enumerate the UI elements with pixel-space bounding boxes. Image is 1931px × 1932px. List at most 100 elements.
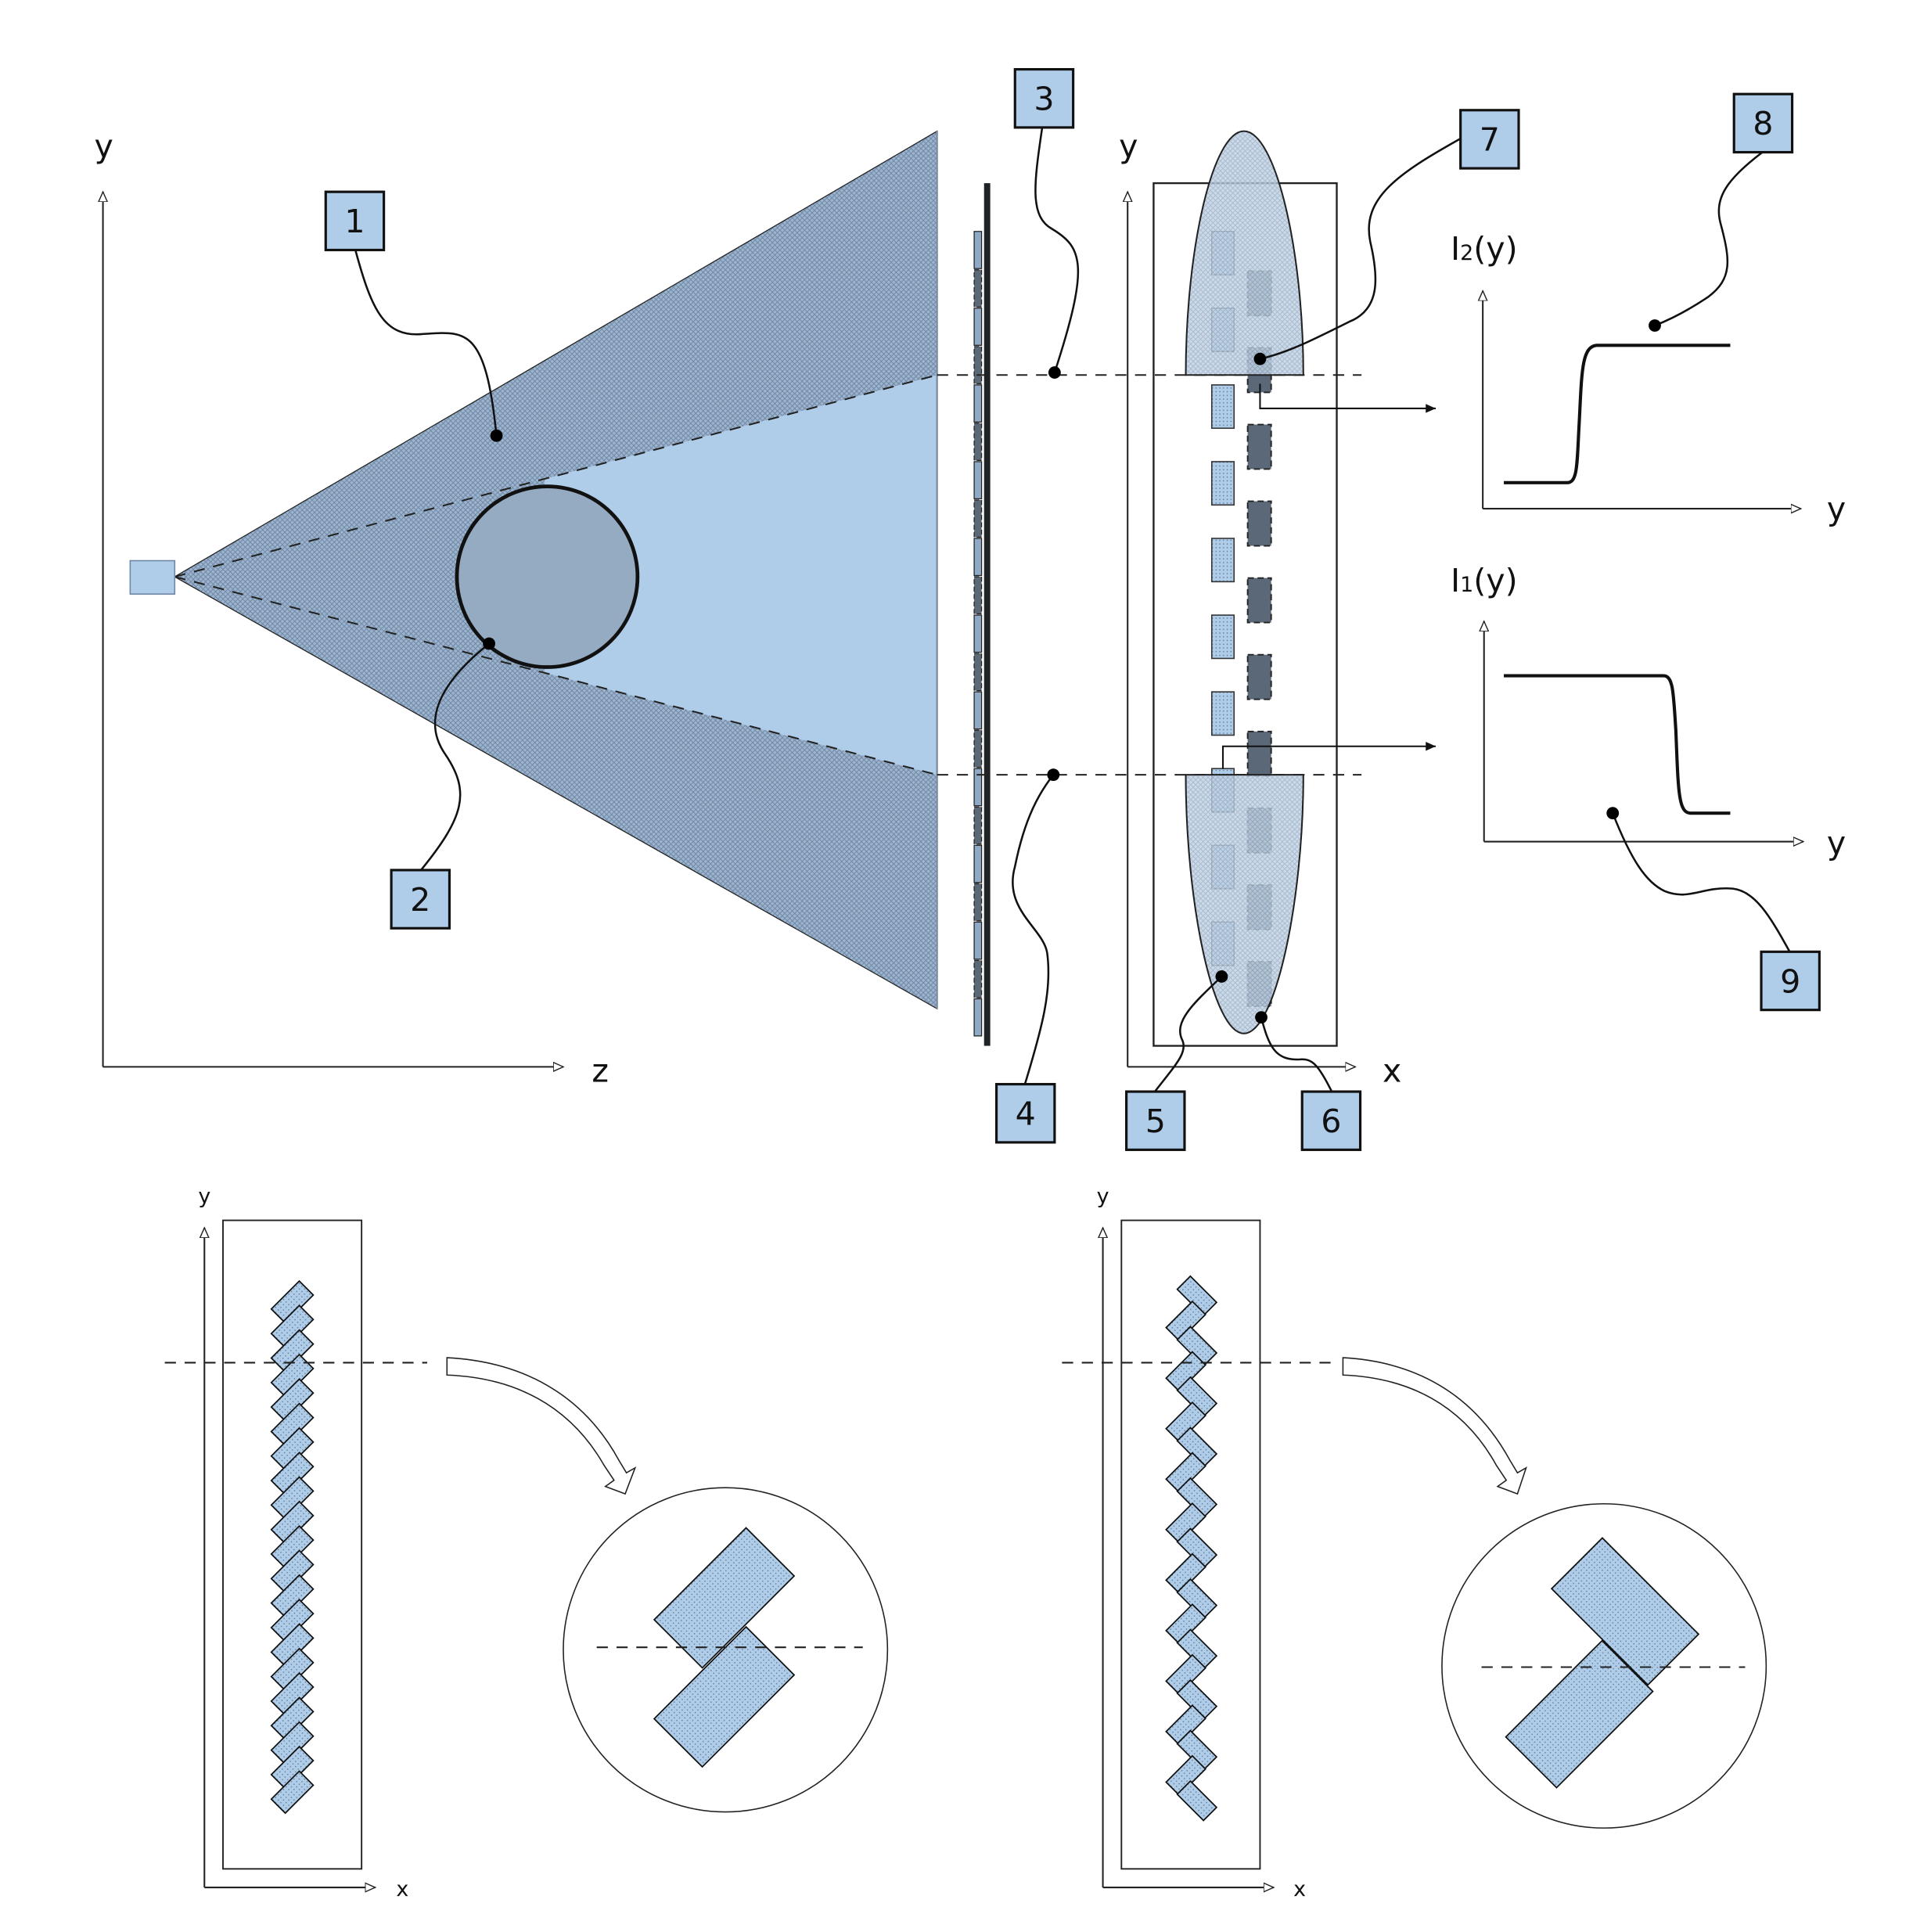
- panel-outline: [222, 1219, 363, 1870]
- detector-element-light: [973, 231, 983, 269]
- y-axis-label: y: [1119, 128, 1138, 165]
- strip-tile: [1176, 1628, 1218, 1671]
- detector-element-light: [973, 844, 983, 883]
- beam-inside-cone-left: [174, 479, 545, 675]
- reference-label-7: 7: [1459, 109, 1520, 170]
- reference-label-6: 6: [1300, 1090, 1362, 1151]
- detector-tile-light: [1210, 461, 1235, 506]
- detector-element-light: [973, 384, 983, 423]
- reference-label-9: 9: [1760, 950, 1821, 1012]
- x-axis-label: x: [1383, 1052, 1401, 1089]
- strip-tile: [1176, 1779, 1218, 1822]
- strip-tile: [1176, 1326, 1218, 1367]
- reference-label-5: 5: [1125, 1090, 1186, 1151]
- graph-i1-ylabel: I1(y): [1451, 562, 1518, 599]
- detector-strip: [973, 231, 983, 1037]
- strip-tile: [1176, 1527, 1218, 1570]
- pointer-dot-8: [1649, 319, 1661, 332]
- svg-text:3: 3: [1034, 81, 1054, 118]
- shadow-region-lower: [1185, 774, 1304, 1034]
- strip-tile: [1176, 1376, 1218, 1418]
- detector-tile-dark: [1246, 423, 1272, 470]
- pointer-dot-4: [1047, 768, 1060, 782]
- magnified-tile-lower: [653, 1625, 796, 1768]
- detector-tile-light: [1210, 691, 1235, 736]
- strip-tile: [1165, 1704, 1206, 1746]
- pointer-dot-2: [483, 637, 495, 650]
- detector-element-light: [973, 538, 983, 577]
- pointer-dot-1: [490, 429, 503, 442]
- graph-i2: I2(y) y: [1451, 230, 1846, 527]
- graph-i2-curve: [1504, 344, 1731, 484]
- strip-tile: [1165, 1502, 1206, 1544]
- reference-label-3: 3: [1013, 67, 1075, 129]
- strip-tile: [1176, 1578, 1218, 1620]
- magnifier-circle: [1441, 1502, 1767, 1829]
- svg-text:5: 5: [1145, 1103, 1166, 1140]
- magnified-tiles: [653, 1527, 796, 1768]
- detector-tile-light: [1210, 384, 1235, 430]
- detector-element-dark: [973, 729, 983, 768]
- strip-tile: [270, 1770, 315, 1815]
- svg-text:8: 8: [1753, 105, 1773, 142]
- svg-text:7: 7: [1480, 121, 1500, 159]
- object: [455, 484, 640, 669]
- detector-element-light: [973, 768, 983, 807]
- shadow-region-upper: [1185, 130, 1304, 376]
- x-axis-label: x: [396, 1877, 408, 1901]
- detector-view: y x: [1119, 128, 1437, 1089]
- strip-tile: [1176, 1275, 1218, 1317]
- y-axis-label: y: [1097, 1184, 1109, 1208]
- detector-element-dark: [973, 576, 983, 615]
- detector-element-dark: [973, 346, 983, 384]
- strip-tile: [1165, 1552, 1206, 1595]
- detector-element-light: [973, 921, 983, 960]
- pointer-dot-5: [1215, 970, 1228, 983]
- detector-element-light: [973, 998, 983, 1037]
- strip-tile: [1176, 1477, 1218, 1519]
- detector-element-light: [973, 691, 983, 730]
- reference-label-2: 2: [390, 869, 451, 930]
- detector-tile-light: [1210, 538, 1235, 583]
- detector-element-light: [973, 461, 983, 500]
- signal-arrow-upper: [1259, 383, 1437, 413]
- strip-tile: [1165, 1401, 1206, 1443]
- detector-element-light: [973, 614, 983, 653]
- detector-tile-dark: [1246, 730, 1272, 777]
- detector-tile-dark: [1246, 500, 1272, 547]
- reference-label-4: 4: [994, 1082, 1056, 1144]
- bottom-left-panel: y x: [164, 1184, 889, 1901]
- detector-tile-light: [1210, 614, 1235, 660]
- svg-text:1: 1: [344, 203, 365, 240]
- magnified-tiles: [1505, 1537, 1700, 1789]
- magnified-tile-upper: [653, 1527, 796, 1669]
- strip-tile: [1176, 1678, 1218, 1721]
- reference-label-1: 1: [324, 190, 386, 252]
- pointer-dot-6: [1255, 1011, 1268, 1024]
- detector-element-dark: [973, 269, 983, 308]
- strip-tile: [1165, 1653, 1206, 1696]
- strip-tile: [1165, 1754, 1206, 1797]
- graph-i1-xlabel: y: [1827, 824, 1846, 862]
- detector-element-dark: [973, 959, 983, 998]
- beam-edge-upper: [174, 374, 937, 578]
- detector-tile-dark: [1246, 653, 1272, 700]
- leader-lines: [354, 127, 1791, 1092]
- curved-arrow: [1342, 1357, 1527, 1495]
- strip-tile: [1165, 1351, 1206, 1393]
- tile-column: [270, 1279, 315, 1815]
- reference-label-8: 8: [1732, 92, 1794, 154]
- beam-edge-lower: [174, 576, 937, 776]
- curved-arrow: [446, 1357, 637, 1495]
- graph-i1: I1(y) y: [1451, 562, 1846, 862]
- signal-arrow-lower: [1221, 742, 1437, 769]
- strip-tile: [1176, 1729, 1218, 1772]
- svg-text:4: 4: [1016, 1096, 1036, 1133]
- magnifier-circle: [563, 1487, 889, 1813]
- detector-element-dark: [973, 653, 983, 692]
- magnified-tile-upper: [1550, 1537, 1700, 1686]
- detector-element-dark: [973, 806, 983, 845]
- svg-text:6: 6: [1321, 1103, 1341, 1140]
- side-view: y z: [94, 128, 1362, 1089]
